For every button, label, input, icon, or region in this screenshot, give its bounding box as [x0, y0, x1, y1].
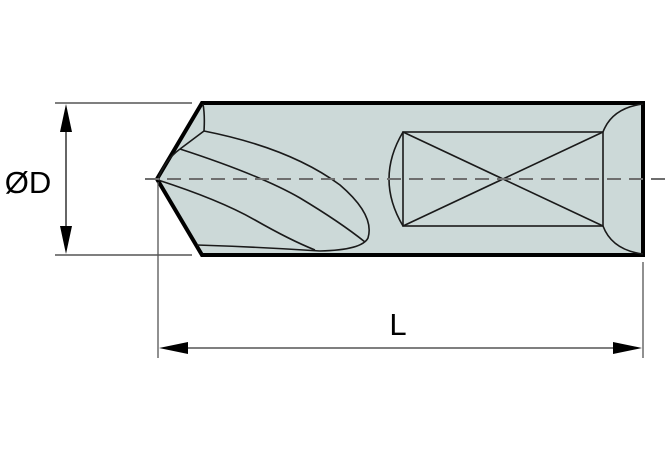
- end-top-arc: [602, 103, 644, 133]
- arrow-down-icon: [60, 226, 72, 254]
- diameter-dimension: ØD: [5, 102, 192, 256]
- flute-lower-line: [157, 179, 316, 251]
- diameter-label: ØD: [5, 165, 52, 200]
- chisel-edge: [179, 130, 205, 150]
- flute-helix-line: [179, 148, 366, 243]
- flute-details: [157, 103, 370, 252]
- arrow-up-icon: [60, 104, 72, 132]
- arrow-right-icon: [613, 342, 642, 354]
- length-label: L: [389, 307, 406, 342]
- flat-rectangle: [402, 131, 604, 227]
- end-bottom-arc: [602, 225, 644, 255]
- shoulder-edge: [202, 103, 206, 132]
- arrow-left-icon: [159, 342, 188, 354]
- flute-outer-curve: [203, 130, 370, 252]
- tip-edge: [157, 148, 181, 180]
- length-dimension: L: [157, 182, 644, 358]
- flute-bottom-edge: [196, 244, 321, 252]
